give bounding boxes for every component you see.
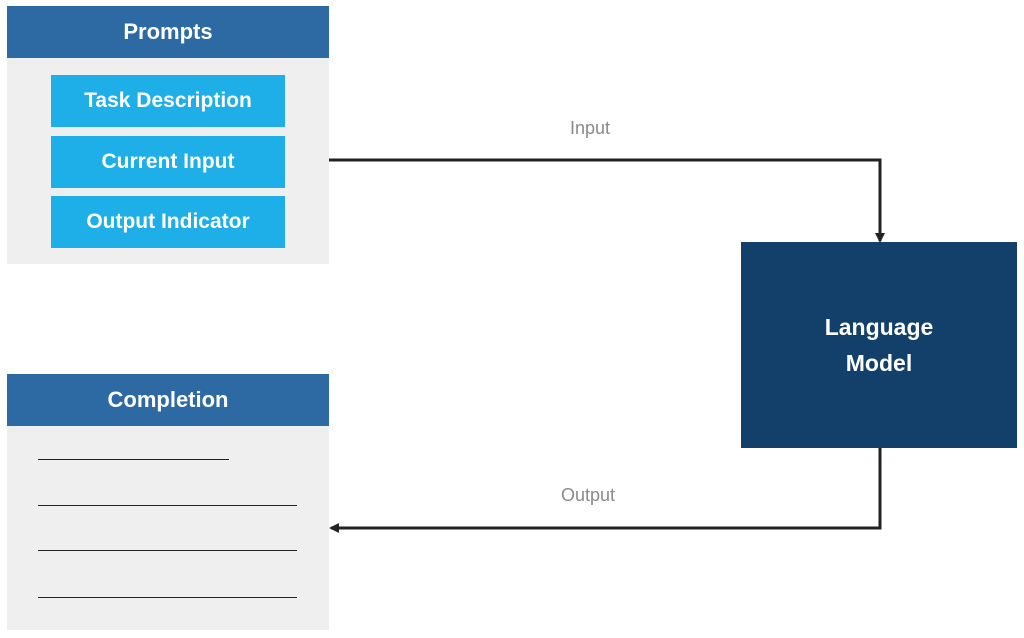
completion-line xyxy=(38,550,297,551)
prompt-item-task-description: Task Description xyxy=(51,75,285,127)
model-label-line2: Model xyxy=(845,350,913,376)
input-flow-label: Input xyxy=(570,118,611,138)
prompt-item-current-input: Current Input xyxy=(51,136,285,188)
completion-panel: Completion xyxy=(7,374,329,630)
language-model-box: Language Model xyxy=(741,242,1017,448)
output-arrow xyxy=(329,448,882,533)
input-arrow xyxy=(329,158,885,243)
output-flow-label: Output xyxy=(561,485,616,505)
completion-header: Completion xyxy=(7,374,329,426)
prompts-header: Prompts xyxy=(7,6,329,58)
completion-line xyxy=(38,597,297,598)
completion-line xyxy=(38,505,297,506)
prompts-panel: Prompts Task Description Current Input O… xyxy=(7,6,329,264)
model-label-line1: Language xyxy=(824,314,934,340)
completion-line xyxy=(38,459,229,460)
prompt-item-output-indicator: Output Indicator xyxy=(51,196,285,248)
